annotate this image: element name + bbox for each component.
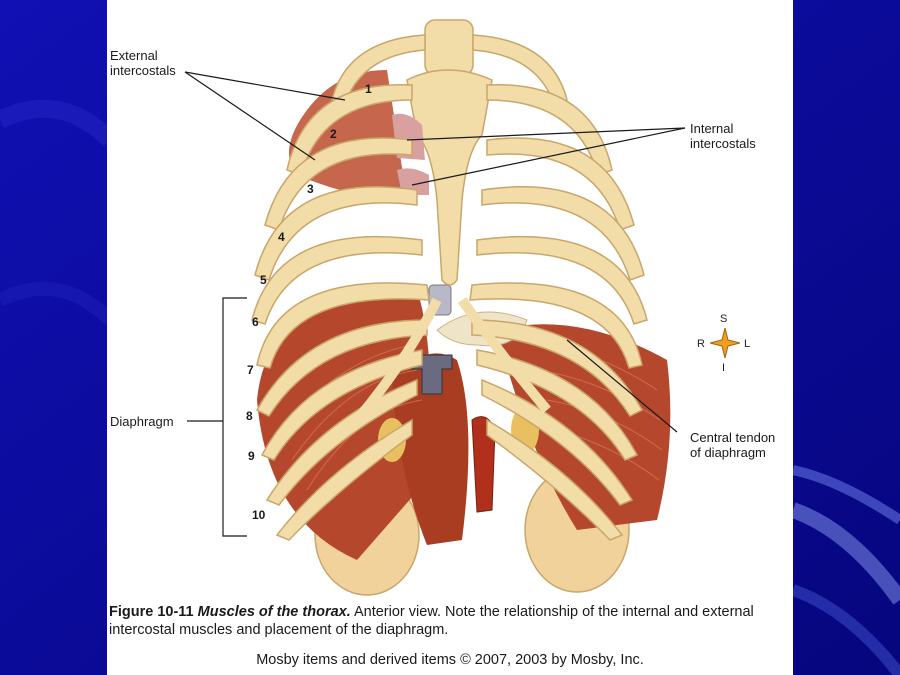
rib-number-5: 5: [260, 273, 267, 287]
compass-right: R: [697, 338, 705, 350]
leader-internal-1: [406, 127, 686, 141]
compass-inferior: I: [722, 362, 726, 374]
rib-number-7: 7: [247, 363, 254, 377]
costal-margin: [353, 297, 551, 424]
label-internal-intercostals: Internal intercostals: [690, 121, 756, 151]
compass-star-icon: [710, 328, 740, 358]
rib-number-4: 4: [278, 230, 285, 244]
vertebrae: [424, 19, 474, 76]
rib-number-2: 2: [330, 127, 337, 141]
leader-central-tendon: [566, 339, 678, 433]
rib-number-3: 3: [307, 182, 314, 196]
leader-external-1: [184, 71, 346, 101]
figure-panel: External intercostals Internal intercost…: [107, 0, 793, 675]
rib-number-10: 10: [252, 508, 266, 522]
label-diaphragm: Diaphragm: [110, 414, 174, 429]
figure-caption: Figure 10-11 Muscles of the thorax. Ante…: [109, 603, 793, 639]
thorax-illustration: [184, 19, 686, 596]
rib-r10: [275, 418, 413, 541]
crura: [392, 353, 469, 545]
rib-number-8: 8: [246, 409, 253, 423]
figure-title: Muscles of the thorax.: [197, 604, 351, 620]
rib-r5: [251, 235, 423, 325]
rib-r7: [255, 319, 428, 417]
leader-external-2: [184, 71, 316, 161]
figure-description: Anterior view. Note the relationship of …: [109, 604, 754, 638]
leader-internal-2: [411, 127, 686, 186]
rib-r9: [265, 378, 418, 506]
label-external-intercostals: External intercostals: [110, 48, 176, 78]
label-central-tendon: Central tendon of diaphragm: [690, 430, 776, 460]
diaphragm-bracket: [222, 297, 247, 537]
compass-superior: S: [720, 313, 728, 325]
compass-left: L: [744, 338, 751, 350]
rib-number-9: 9: [248, 449, 255, 463]
figure-number: Figure 10-11: [109, 604, 194, 620]
rib-r4: [254, 186, 418, 281]
rib-number-6: 6: [252, 315, 259, 329]
rib-number-1: 1: [365, 82, 372, 96]
rib-r3: [264, 137, 413, 231]
copyright-credit: Mosby items and derived items © 2007, 20…: [256, 652, 644, 668]
rib-r6: [256, 282, 430, 369]
